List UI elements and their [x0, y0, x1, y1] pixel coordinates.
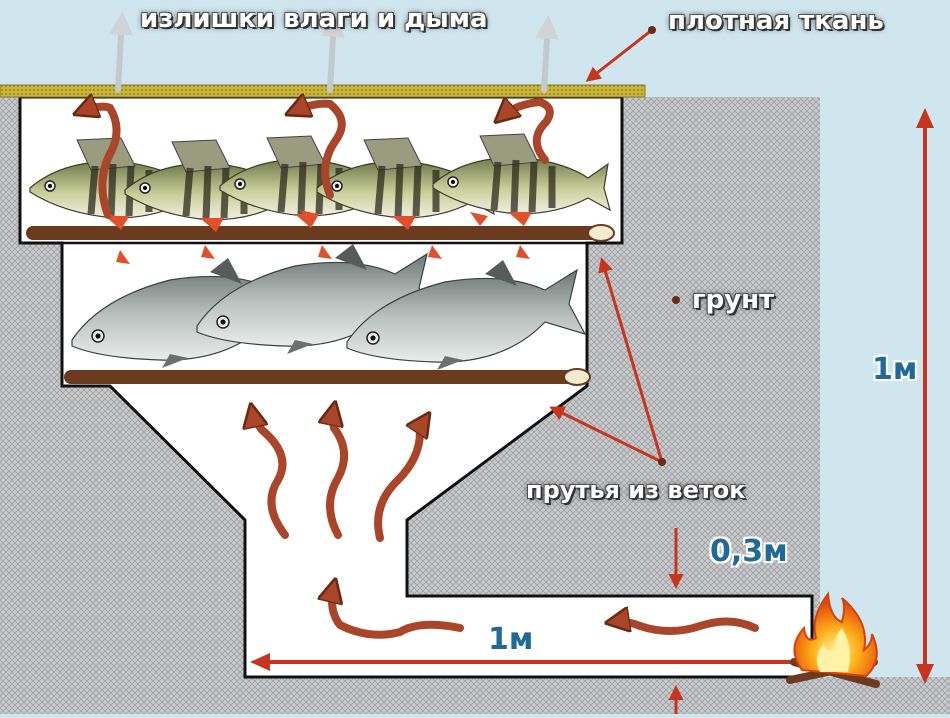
smoke-arrow-icon — [612, 621, 759, 635]
smoke-flow — [80, 102, 759, 639]
smoke-arrow-icon — [500, 102, 554, 164]
soil-label: грунт — [692, 285, 775, 315]
depth-label: 0,3м — [710, 534, 788, 569]
soil-pointer — [672, 296, 680, 304]
lower-rod — [64, 368, 591, 386]
vapor-arrow-icon — [109, 10, 134, 93]
bream-fish-icon — [346, 260, 587, 370]
smoke-arrow-icon — [332, 585, 464, 639]
excess-label: излишки влаги и дыма — [140, 4, 488, 34]
twigs-label: прутья из веток — [526, 476, 746, 504]
cloth-pointer — [585, 28, 653, 82]
soil-bottom — [820, 677, 950, 714]
smoke-arrow-icon — [292, 104, 346, 199]
drip-arrows — [110, 210, 530, 264]
smoke-arrow-icon — [252, 410, 289, 539]
length-label: 1м — [488, 622, 534, 657]
perch-fish-icon — [432, 133, 611, 226]
cloth-cover — [0, 84, 646, 98]
bream-row — [71, 244, 587, 370]
smoke-arrow-icon — [80, 107, 121, 219]
twig-pointers — [549, 257, 664, 464]
cloth-label: плотная ткань — [668, 6, 884, 36]
smoke-arrow-icon — [330, 408, 348, 539]
vapor-arrow-icon — [535, 14, 559, 93]
smoke-arrow-icon — [374, 418, 426, 542]
vapor-flow — [109, 10, 559, 93]
upper-rod — [26, 224, 615, 242]
fire-icon — [786, 591, 880, 688]
height-label: 1м — [872, 352, 918, 387]
vapor-arrow-icon — [321, 12, 346, 93]
perch-row — [29, 133, 611, 232]
